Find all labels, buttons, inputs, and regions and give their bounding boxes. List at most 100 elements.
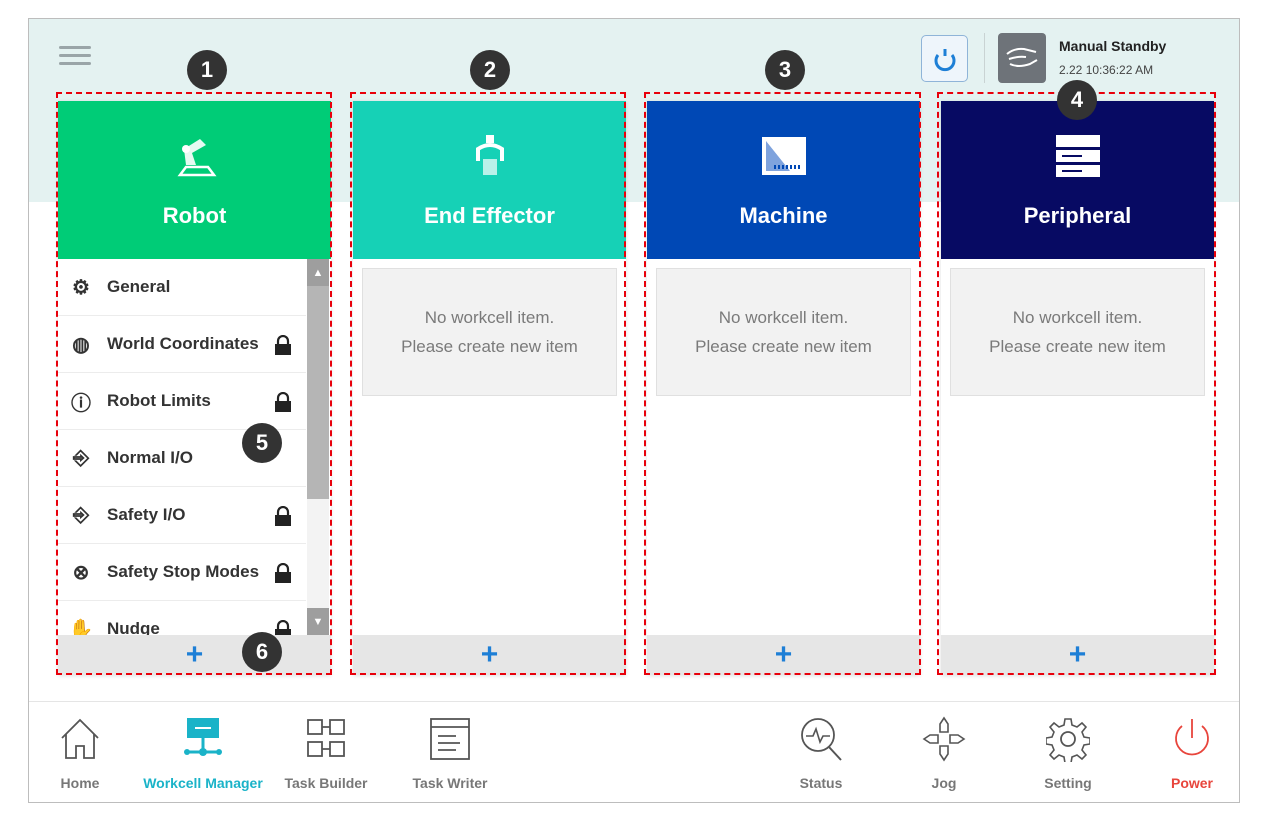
add-machine-button[interactable]: +: [647, 635, 920, 675]
gripper-icon: [475, 135, 504, 175]
scroll-down-icon[interactable]: ▼: [307, 608, 329, 635]
nav-workcell-manager[interactable]: Workcell Manager: [143, 716, 263, 791]
empty-line: Please create new item: [695, 337, 872, 356]
safety-io-icon: ⎆: [73, 503, 89, 526]
robot-mode-status: Manual Standby: [1059, 38, 1167, 54]
add-peripheral-button[interactable]: +: [941, 635, 1214, 675]
lock-icon: [275, 506, 291, 526]
nav-label: Workcell Manager: [143, 775, 263, 791]
normal-io-icon: ⎆: [73, 446, 89, 469]
lock-icon: [275, 563, 291, 583]
item-label: General: [107, 277, 171, 296]
item-label: Safety Stop Modes: [107, 562, 260, 581]
workcell-manager-icon: [184, 718, 222, 756]
nudge-icon: ✋: [68, 618, 94, 636]
status-timestamp: 2.22 10:36:22 AM: [1059, 63, 1154, 77]
end-effector-card-header[interactable]: End Effector: [353, 101, 626, 259]
scroll-thumb[interactable]: [307, 286, 329, 499]
machine-card: Machine No workcell item. Please create n…: [647, 101, 920, 675]
divider: [984, 33, 985, 83]
add-robot-item-button[interactable]: +: [58, 635, 331, 675]
empty-line: No workcell item.: [718, 308, 849, 327]
empty-line: No workcell item.: [424, 308, 555, 327]
workcell-manager-screen: Manual Standby 2.22 10:36:22 AM Robot ⚙ G…: [28, 18, 1240, 803]
card-title: Machine: [739, 203, 828, 228]
annotation-badge: 6: [242, 632, 282, 672]
bottom-navigation: Home Workcell Manager Task Builder Task …: [29, 701, 1239, 802]
annotation-badge: 5: [242, 423, 282, 463]
card-title: Robot: [162, 203, 227, 228]
nav-label: Task Builder: [284, 775, 368, 791]
robot-settings-item[interactable]: ✋ Nudge: [58, 601, 306, 635]
safety-stop-icon: ⊗: [72, 561, 90, 584]
robot-settings-item[interactable]: ◍ World Coordinates: [58, 316, 306, 373]
lock-icon: [275, 335, 291, 355]
empty-state: No workcell item. Please create new item: [950, 268, 1205, 396]
task-builder-icon: [307, 719, 345, 757]
status-icon: [801, 718, 842, 761]
list-scrollbar[interactable]: ▲ ▼: [307, 259, 329, 635]
lock-icon: [275, 392, 291, 412]
lock-icon: [275, 620, 291, 635]
annotation-badge: 1: [187, 50, 227, 90]
machine-icon: [761, 137, 806, 175]
nav-jog[interactable]: Jog: [884, 716, 1004, 791]
refresh-button[interactable]: [921, 35, 968, 82]
gear-icon: [1046, 718, 1090, 762]
hand-guide-icon: [1006, 47, 1038, 67]
robot-settings-item[interactable]: ⊗ Safety Stop Modes: [58, 544, 306, 601]
refresh-icon: [934, 48, 955, 71]
robot-card: Robot ⚙ General ◍ World Coordinates ⓘ Robot L…: [58, 101, 331, 675]
item-label: Nudge: [107, 619, 160, 635]
robot-arm-icon: [177, 139, 216, 177]
jog-icon: [922, 716, 966, 762]
annotation-badge: 2: [470, 50, 510, 90]
nav-label: Setting: [1044, 775, 1092, 791]
add-end-effector-button[interactable]: +: [353, 635, 626, 675]
nav-task-builder[interactable]: Task Builder: [266, 716, 386, 791]
general-robot-icon: ⚙: [72, 276, 90, 299]
nav-power[interactable]: Power: [1132, 716, 1239, 791]
empty-line: No workcell item.: [1012, 308, 1143, 327]
power-icon: [1175, 719, 1209, 756]
item-label: Robot Limits: [107, 391, 211, 410]
home-icon: [61, 718, 99, 759]
robot-settings-item[interactable]: ⎆ Normal I/O: [58, 430, 306, 487]
peripheral-icon: [1055, 135, 1100, 177]
card-title: End Effector: [424, 203, 555, 228]
empty-line: Please create new item: [401, 337, 578, 356]
item-label: World Coordinates: [107, 334, 259, 353]
menu-icon[interactable]: [59, 41, 91, 71]
annotation-badge: 4: [1057, 80, 1097, 120]
nav-task-writer[interactable]: Task Writer: [390, 716, 510, 791]
card-title: Peripheral: [1023, 203, 1132, 228]
peripheral-card: Peripheral No workcell item. Please creat…: [941, 101, 1214, 675]
robot-settings-list: ⚙ General ◍ World Coordinates ⓘ Robot Limits ⎆…: [58, 259, 306, 635]
nav-home[interactable]: Home: [29, 716, 140, 791]
nav-label: Status: [799, 775, 843, 791]
machine-card-header[interactable]: Machine: [647, 101, 920, 259]
empty-state: No workcell item. Please create new item: [362, 268, 617, 396]
robot-settings-item[interactable]: ⎆ Safety I/O: [58, 487, 306, 544]
robot-card-header[interactable]: Robot: [58, 101, 331, 259]
end-effector-card: End Effector No workcell item. Please cre…: [353, 101, 626, 675]
nav-status[interactable]: Status: [761, 716, 881, 791]
hand-guide-button[interactable]: [998, 33, 1046, 83]
task-writer-icon: [430, 718, 470, 760]
nav-label: Jog: [931, 775, 957, 791]
robot-limits-icon: ⓘ: [71, 392, 91, 415]
item-label: Safety I/O: [107, 505, 186, 524]
nav-label: Task Writer: [412, 775, 488, 791]
peripheral-card-header[interactable]: Peripheral: [941, 101, 1214, 259]
annotation-badge: 3: [765, 50, 805, 90]
empty-line: Please create new item: [989, 337, 1166, 356]
robot-settings-item[interactable]: ⚙ General: [58, 259, 306, 316]
world-coordinates-icon: ◍: [72, 333, 90, 356]
nav-label: Power: [1170, 775, 1213, 791]
scroll-up-icon[interactable]: ▲: [307, 259, 329, 286]
robot-settings-item[interactable]: ⓘ Robot Limits: [58, 373, 306, 430]
empty-state: No workcell item. Please create new item: [656, 268, 911, 396]
nav-setting[interactable]: Setting: [1008, 716, 1128, 791]
nav-label: Home: [60, 775, 100, 791]
item-label: Normal I/O: [107, 448, 193, 467]
